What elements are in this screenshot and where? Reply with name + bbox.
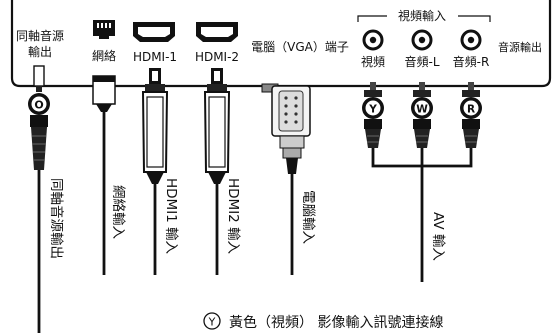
audio-r-socket-label: 音頻-R	[453, 54, 490, 69]
video-group-bracket-left	[357, 15, 387, 22]
audio-l-socket-label: 音頻-L	[404, 54, 439, 69]
coax-port	[33, 65, 45, 87]
video-socket-icon	[362, 29, 384, 51]
red-plug-letter: R	[467, 104, 475, 116]
audio-out-label: 音源輸出	[498, 40, 542, 54]
legend-text: 黃色（視頻） 影像輸入訊號連接線	[229, 314, 443, 331]
coax-plug: O	[28, 86, 50, 170]
audio-r-socket-icon	[460, 29, 482, 51]
red-audio-r-plug: R	[460, 82, 482, 148]
network-cable-label: 網絡輸入	[110, 185, 126, 239]
video-group-label: 視頻輸入	[398, 8, 446, 23]
coax-port-label-line2: 輸出	[28, 44, 52, 59]
white-audio-l-plug: W	[411, 82, 433, 148]
network-port-icon	[93, 20, 115, 39]
vga-cable-label: 電腦輸入	[300, 190, 316, 244]
legend: Y 黃色（視頻） 影像輸入訊號連接線	[203, 312, 443, 331]
hdmi2-cable-label: HDMI2 輸入	[225, 178, 241, 255]
hdmi1-cable-label: HDMI1 輸入	[163, 178, 179, 255]
vga-plug	[261, 83, 311, 174]
hdmi2-port-label: HDMI-2	[195, 50, 239, 64]
network-plug	[92, 75, 116, 112]
video-socket-label: 視頻	[361, 54, 385, 69]
yellow-video-plug: Y	[362, 82, 384, 148]
hdmi2-port-icon	[196, 22, 238, 42]
hdmi1-plug	[141, 68, 169, 184]
av-cable	[371, 148, 473, 282]
hdmi2-plug	[203, 68, 231, 184]
white-plug-letter: W	[416, 104, 428, 116]
coax-plug-letter: O	[34, 99, 43, 112]
coax-cable-label: 同軸音源輸出	[48, 178, 65, 259]
audio-l-socket-icon	[411, 29, 433, 51]
legend-symbol-letter: Y	[208, 316, 216, 329]
hdmi1-port-icon	[133, 22, 175, 42]
vga-port-label: 電腦（VGA）端子	[251, 39, 349, 54]
av-cable-label: AV 輸入	[430, 212, 446, 261]
hdmi1-port-label: HDMI-1	[133, 50, 177, 64]
network-port-label: 網絡	[92, 48, 116, 63]
video-group-bracket-right	[458, 15, 491, 22]
coax-port-label-line1: 同軸音源	[16, 28, 64, 43]
legend-symbol-circle	[203, 312, 221, 330]
yellow-plug-letter: Y	[368, 104, 377, 116]
